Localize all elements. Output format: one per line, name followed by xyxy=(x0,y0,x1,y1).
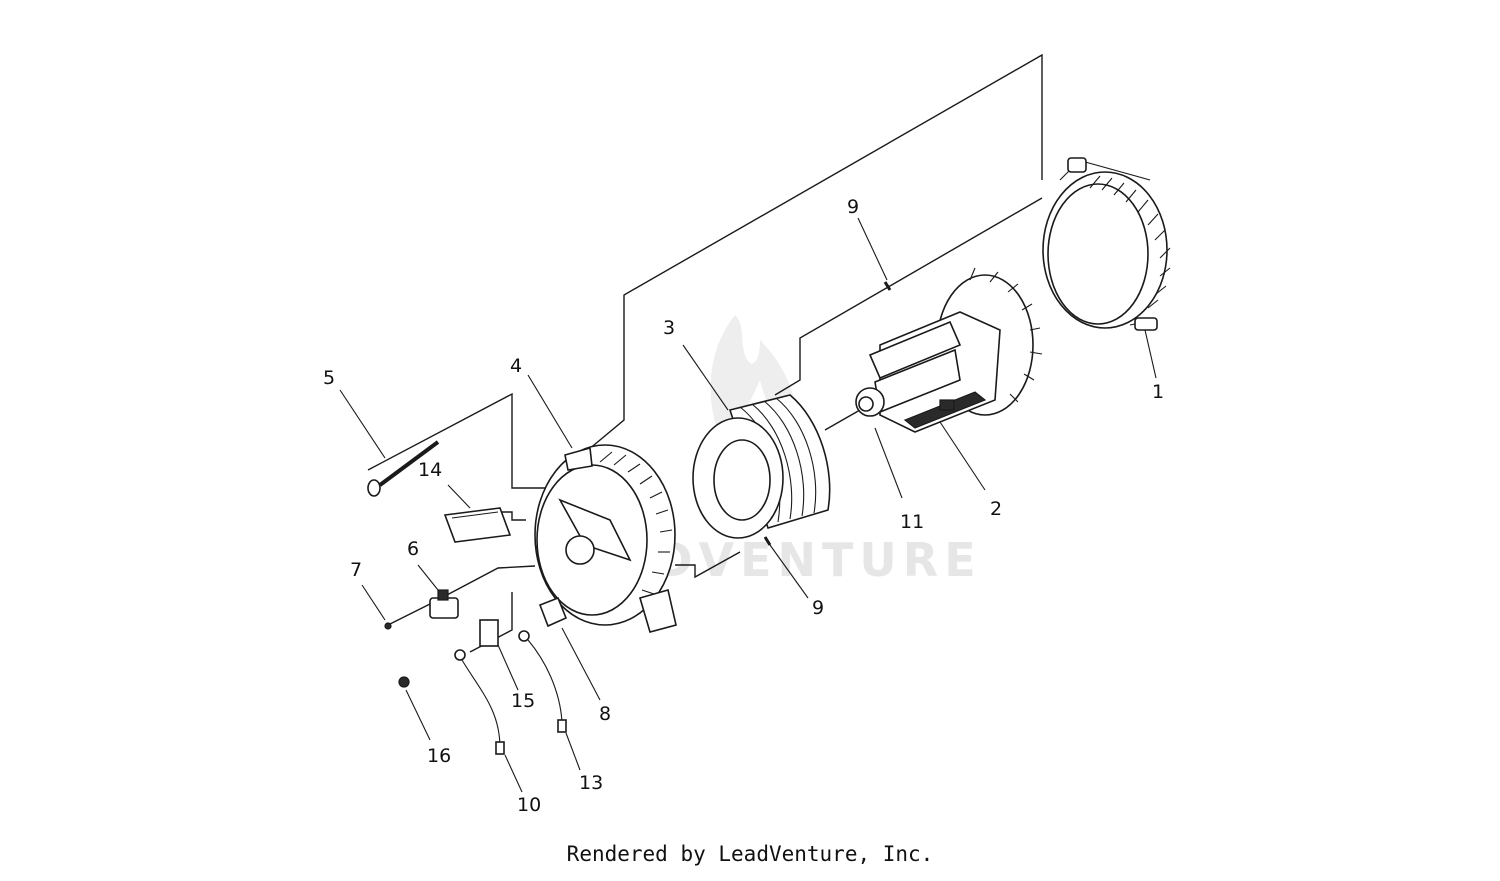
part-3-stator xyxy=(682,344,831,539)
callout-9-bottom: 9 xyxy=(812,597,824,619)
part-2-rotor xyxy=(855,267,1043,491)
callout-2: 2 xyxy=(990,498,1002,520)
part-16-screw xyxy=(398,676,431,741)
callout-6: 6 xyxy=(407,538,419,560)
callout-7: 7 xyxy=(350,559,362,581)
callout-10: 10 xyxy=(517,794,541,816)
part-9-pins xyxy=(763,217,892,599)
callout-13: 13 xyxy=(579,772,603,794)
footer-credit: Rendered by LeadVenture, Inc. xyxy=(566,842,934,866)
callout-8: 8 xyxy=(599,703,611,725)
part-6-brush-holder xyxy=(417,564,459,619)
callout-15: 15 xyxy=(511,690,535,712)
part-5-bolt xyxy=(339,389,440,497)
callout-16: 16 xyxy=(427,745,451,767)
callout-9-top: 9 xyxy=(847,196,859,218)
part-11-leader xyxy=(874,427,903,499)
part-15-terminal xyxy=(479,619,519,691)
part-14-pad xyxy=(443,484,512,543)
part-1-end-bell xyxy=(1042,157,1171,331)
part-10-wire xyxy=(454,649,523,793)
assembly-lines xyxy=(367,53,1043,653)
callout-numbers: 1 2 3 4 5 6 7 8 9 9 10 11 13 14 15 16 xyxy=(323,196,1164,816)
callout-3: 3 xyxy=(663,317,675,339)
callout-11: 11 xyxy=(900,511,924,533)
part-4-front-housing xyxy=(527,374,677,633)
part-13-wire xyxy=(518,630,581,771)
part-8-connector xyxy=(538,596,601,701)
part-7-screw xyxy=(361,584,392,630)
part-1-leader xyxy=(1144,329,1157,379)
callout-1: 1 xyxy=(1152,381,1164,403)
callout-4: 4 xyxy=(510,355,522,377)
callout-14: 14 xyxy=(418,459,442,481)
callout-5: 5 xyxy=(323,367,335,389)
